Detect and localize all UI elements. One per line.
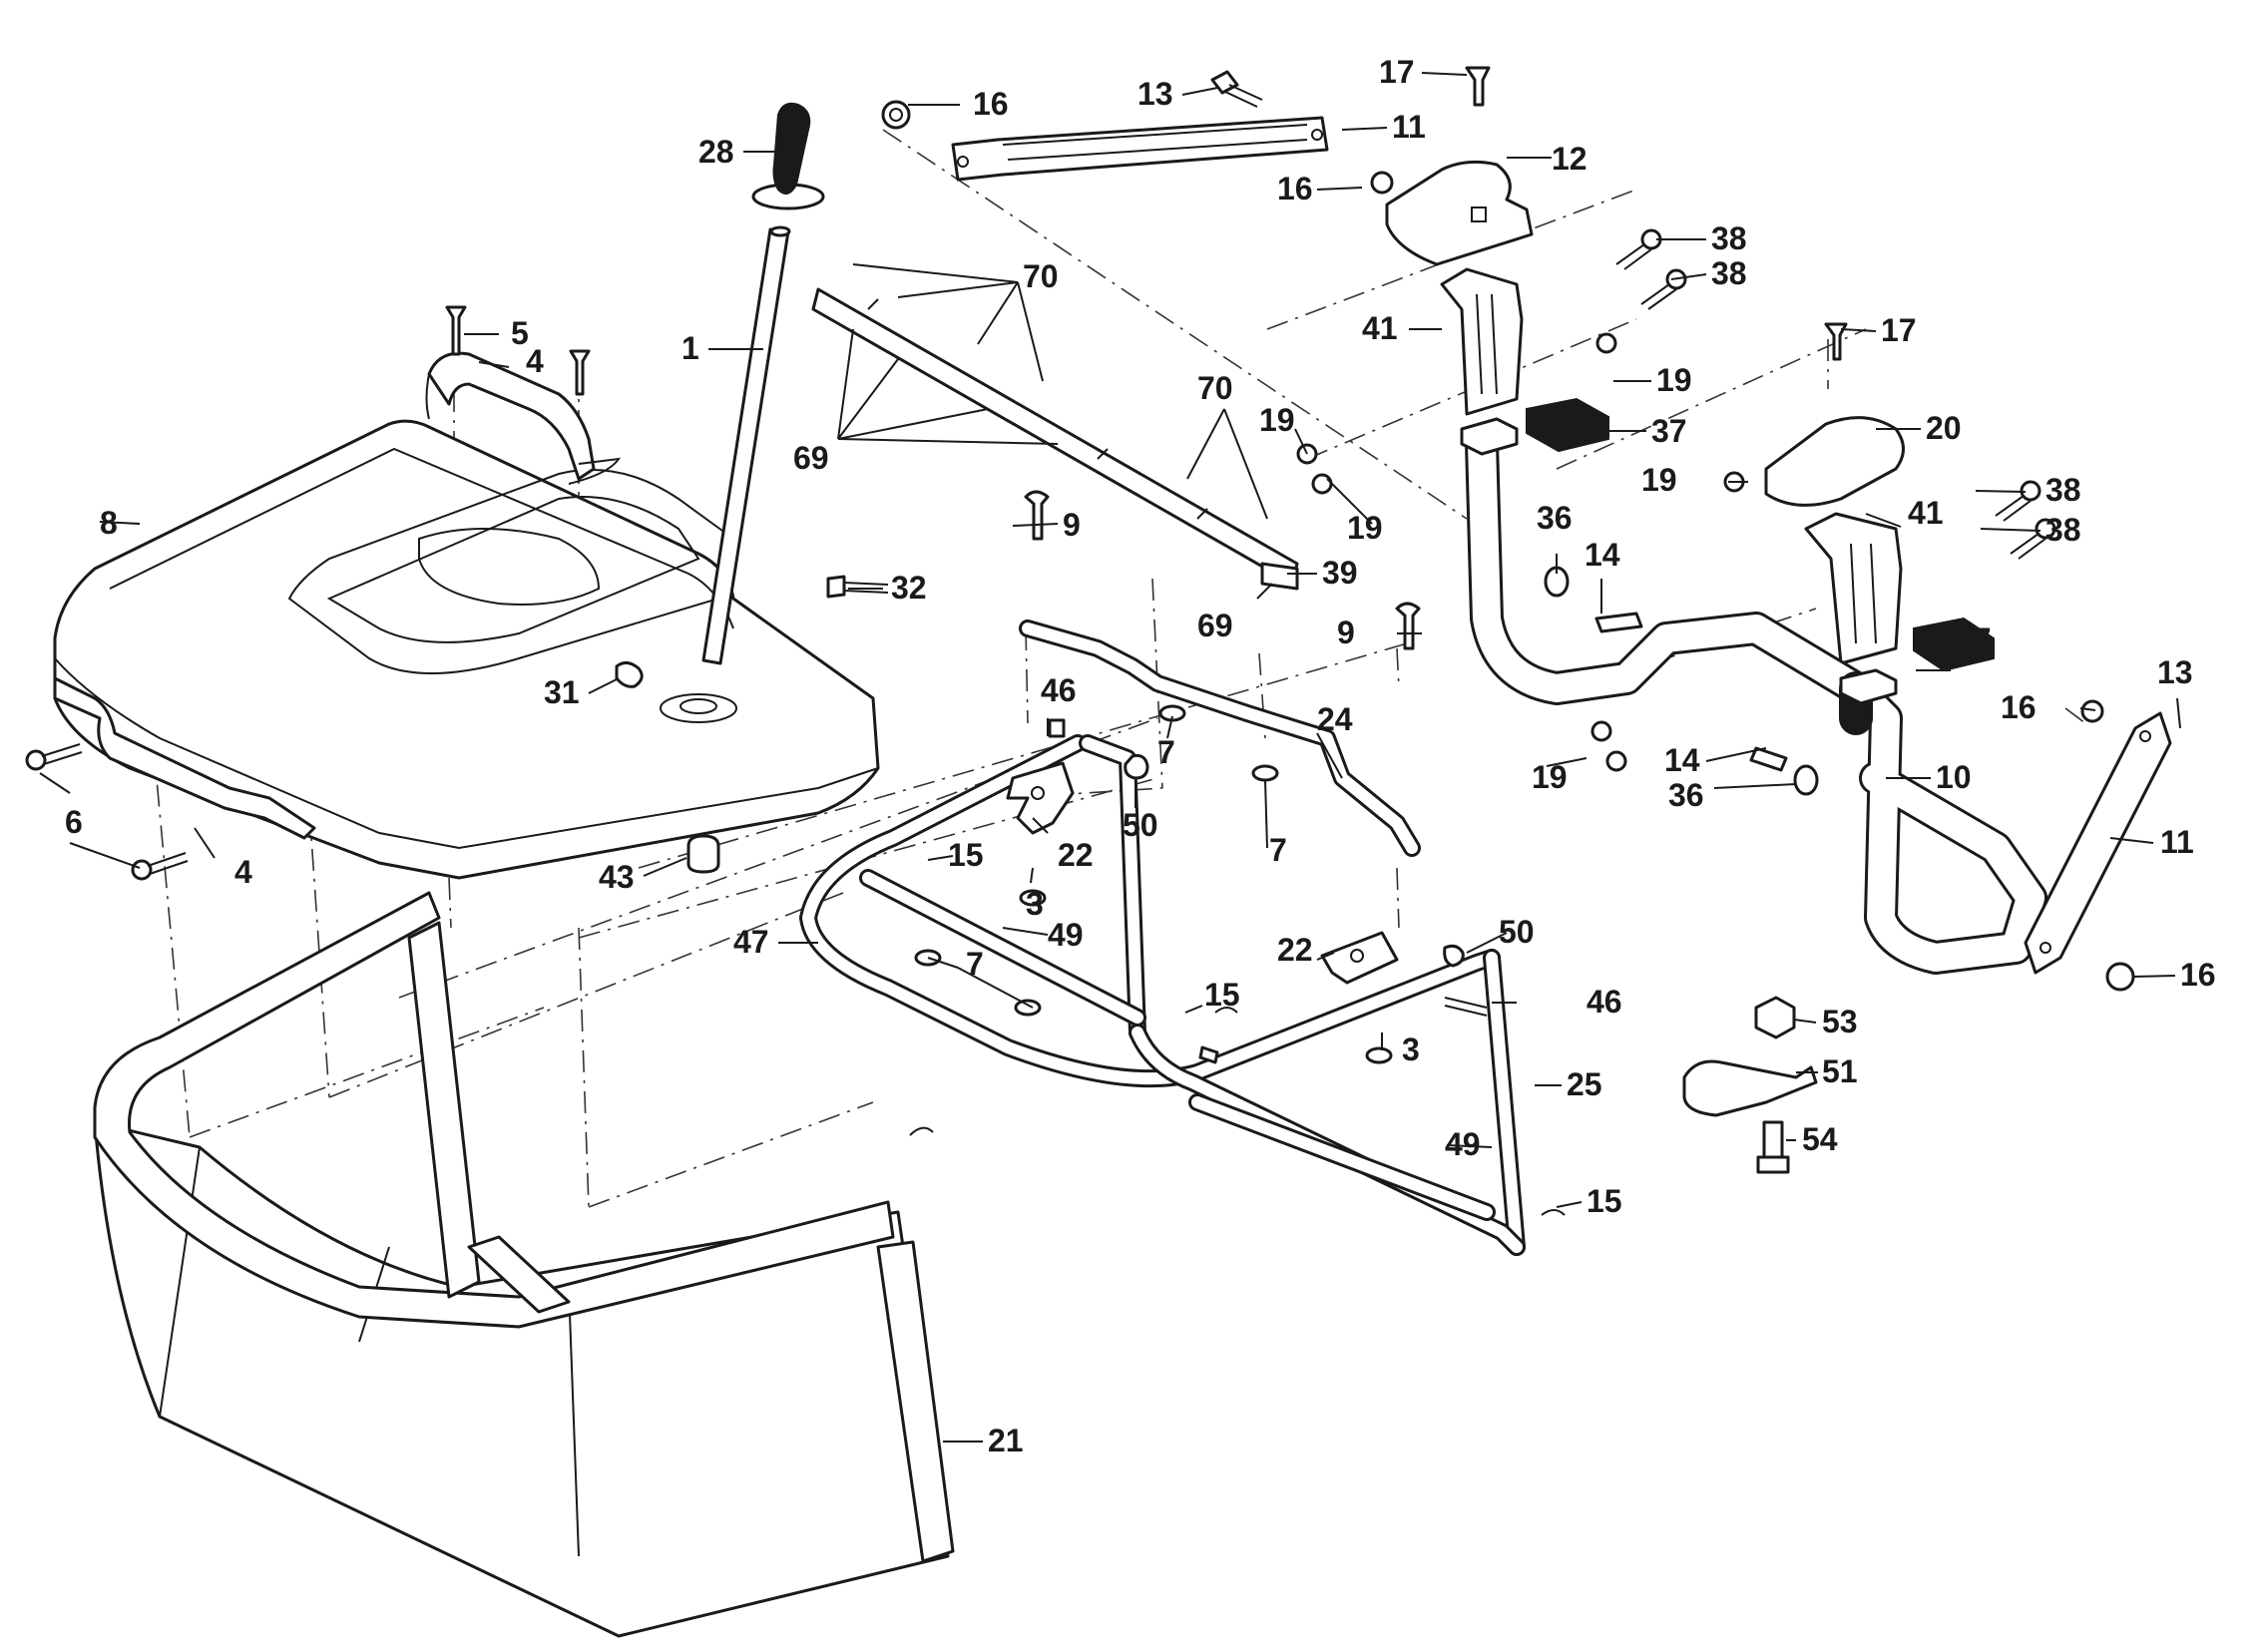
callout-7: 7 xyxy=(1269,832,1287,868)
callout-41: 41 xyxy=(1908,495,1944,531)
part-22-clip-left xyxy=(1006,761,1075,835)
callout-19: 19 xyxy=(1656,362,1692,398)
part-28-lever-grip xyxy=(751,102,825,210)
callout-6: 6 xyxy=(65,804,83,840)
callout-38: 38 xyxy=(2045,512,2081,548)
callout-36: 36 xyxy=(1668,777,1704,813)
callout-15: 15 xyxy=(948,837,984,873)
callout-49: 49 xyxy=(1048,917,1084,953)
callout-4: 4 xyxy=(526,343,544,379)
callout-3: 3 xyxy=(1026,886,1044,922)
callout-37: 37 xyxy=(1956,621,1992,657)
part-21-grass-bag xyxy=(93,891,955,1638)
callout-28: 28 xyxy=(698,134,734,170)
part-12-mount xyxy=(1385,160,1534,266)
callout-10: 10 xyxy=(1936,759,1972,795)
callout-14: 14 xyxy=(1585,537,1620,573)
callout-13: 13 xyxy=(2157,654,2193,690)
callout-11: 11 xyxy=(1392,109,1426,145)
callout-19: 19 xyxy=(1641,462,1677,498)
callout-16: 16 xyxy=(973,86,1009,122)
callout-24: 24 xyxy=(1317,701,1353,737)
callout-19: 19 xyxy=(1347,510,1383,546)
callout-46: 46 xyxy=(1586,984,1622,1020)
callout-19: 19 xyxy=(1259,402,1295,438)
callout-13: 13 xyxy=(1137,76,1173,112)
callout-16: 16 xyxy=(2001,689,2037,725)
callout-16: 16 xyxy=(2180,957,2216,993)
callout-69: 69 xyxy=(1197,608,1233,643)
hardware-screws-left xyxy=(25,305,889,881)
callout-11: 11 xyxy=(2160,824,2194,860)
callout-5: 5 xyxy=(511,315,529,351)
part-37-plugs xyxy=(1526,397,1995,672)
callout-36: 36 xyxy=(1537,500,1573,536)
callout-50: 50 xyxy=(1123,807,1158,843)
callout-1: 1 xyxy=(681,330,699,366)
callout-69: 69 xyxy=(793,440,829,476)
callout-53: 53 xyxy=(1822,1004,1858,1039)
callout-47: 47 xyxy=(733,924,769,960)
part-20-mount xyxy=(1764,416,1905,507)
callout-38: 38 xyxy=(2045,472,2081,508)
callout-70: 70 xyxy=(1023,258,1059,294)
callout-7: 7 xyxy=(966,946,984,982)
part-4-handle-front xyxy=(53,676,316,840)
part-24-rod xyxy=(1019,620,1421,857)
part-11-bracket-top xyxy=(951,116,1329,182)
callout-31: 31 xyxy=(544,674,580,710)
callout-17: 17 xyxy=(1379,54,1415,90)
callout-70: 70 xyxy=(1197,370,1233,406)
callout-17: 17 xyxy=(1881,312,1917,348)
callout-8: 8 xyxy=(100,505,118,541)
callout-37: 37 xyxy=(1651,413,1687,449)
callout-22: 22 xyxy=(1058,837,1094,873)
callout-38: 38 xyxy=(1711,220,1747,256)
part-41-bracket-left xyxy=(1440,267,1524,416)
callout-7: 7 xyxy=(1157,734,1175,770)
callout-labels: 28 16 13 17 11 12 16 38 38 70 41 5 17 19… xyxy=(65,54,2216,1458)
part-47-frame xyxy=(799,734,1526,1256)
part-41-bracket-right xyxy=(1804,512,1903,665)
callout-4: 4 xyxy=(234,854,252,890)
callout-19: 19 xyxy=(1532,759,1568,795)
callout-39: 39 xyxy=(1322,555,1358,591)
part-51-53-54-hardware xyxy=(1682,996,1818,1174)
hardware-bolts xyxy=(881,66,2135,1216)
callout-15: 15 xyxy=(1204,977,1240,1013)
callout-32: 32 xyxy=(891,570,927,606)
part-22-clip-right xyxy=(1320,931,1399,985)
callout-16: 16 xyxy=(1277,171,1313,206)
callout-21: 21 xyxy=(988,1423,1024,1458)
callout-46: 46 xyxy=(1041,672,1077,708)
callout-51: 51 xyxy=(1822,1053,1858,1089)
callout-14: 14 xyxy=(1664,742,1700,778)
callout-9: 9 xyxy=(1337,615,1355,650)
part-49-rods xyxy=(859,869,1496,1221)
callout-41: 41 xyxy=(1362,310,1398,346)
callout-20: 20 xyxy=(1926,410,1962,446)
callout-12: 12 xyxy=(1552,141,1587,177)
callout-49: 49 xyxy=(1445,1126,1481,1162)
part-70-bracket xyxy=(811,287,1299,591)
part-8-collector-cover xyxy=(53,419,880,880)
callout-15: 15 xyxy=(1586,1183,1622,1219)
part-1-lever-tube xyxy=(701,225,791,665)
callout-3: 3 xyxy=(1402,1032,1420,1067)
leader-lines xyxy=(39,72,2181,1443)
callout-38: 38 xyxy=(1711,255,1747,291)
callout-9: 9 xyxy=(1063,507,1081,543)
callout-54: 54 xyxy=(1802,1121,1838,1157)
callout-25: 25 xyxy=(1567,1066,1602,1102)
part-11-bracket-right xyxy=(2024,711,2172,975)
part-10-main-frame xyxy=(1460,417,2047,975)
callout-22: 22 xyxy=(1277,932,1313,968)
callout-50: 50 xyxy=(1499,914,1535,950)
callout-43: 43 xyxy=(599,859,635,895)
